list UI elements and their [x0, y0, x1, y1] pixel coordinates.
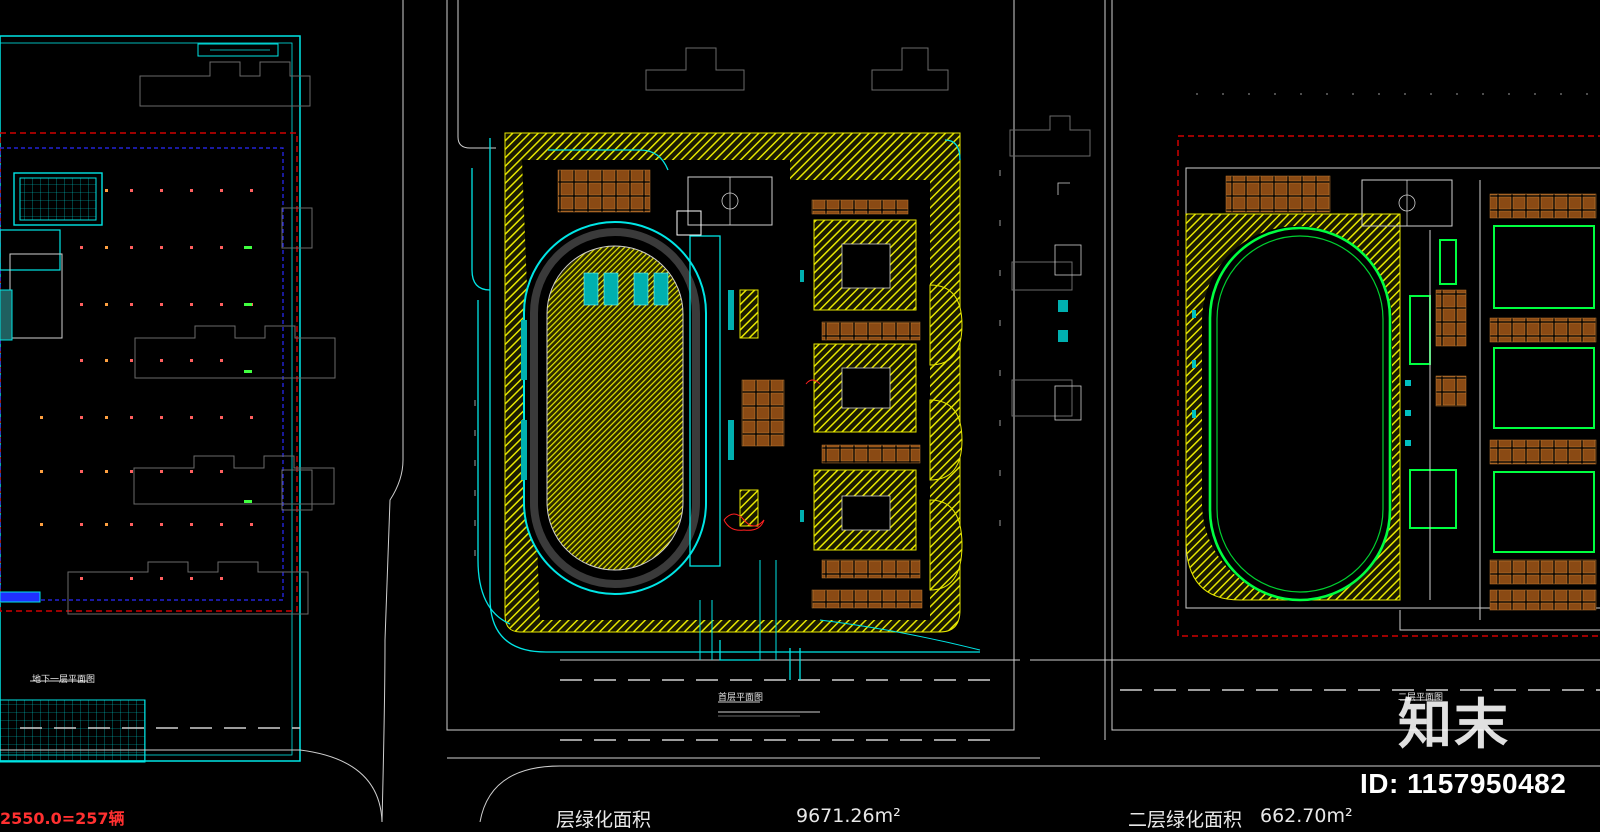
ground-green-area-value: 9671.26m²: [796, 805, 901, 827]
watermark-logo: 知末: [1398, 693, 1510, 756]
middle-plan-ground-floor: [471, 47, 1091, 717]
right-plan-second-floor: [1177, 93, 1600, 701]
left-plan-basement: [0, 35, 336, 763]
ground-green-area-label: 层绿化面积: [556, 809, 652, 831]
right-plan-caption: 二层平面图: [1398, 693, 1444, 703]
left-plan-caption: 地下一层平面图: [32, 675, 96, 685]
second-floor-green-area-value: 662.70m²: [1260, 805, 1353, 827]
middle-plan-caption: 首层平面图: [718, 693, 764, 703]
second-floor-green-area-label: 二层绿化面积: [1128, 809, 1243, 831]
left-plan-column-markers: [40, 189, 253, 580]
parking-count-note: 2550.0=257辆: [0, 809, 125, 828]
road-dashed-lanes: [20, 679, 1600, 741]
watermark-id: ID: 1157950482: [1360, 768, 1567, 799]
